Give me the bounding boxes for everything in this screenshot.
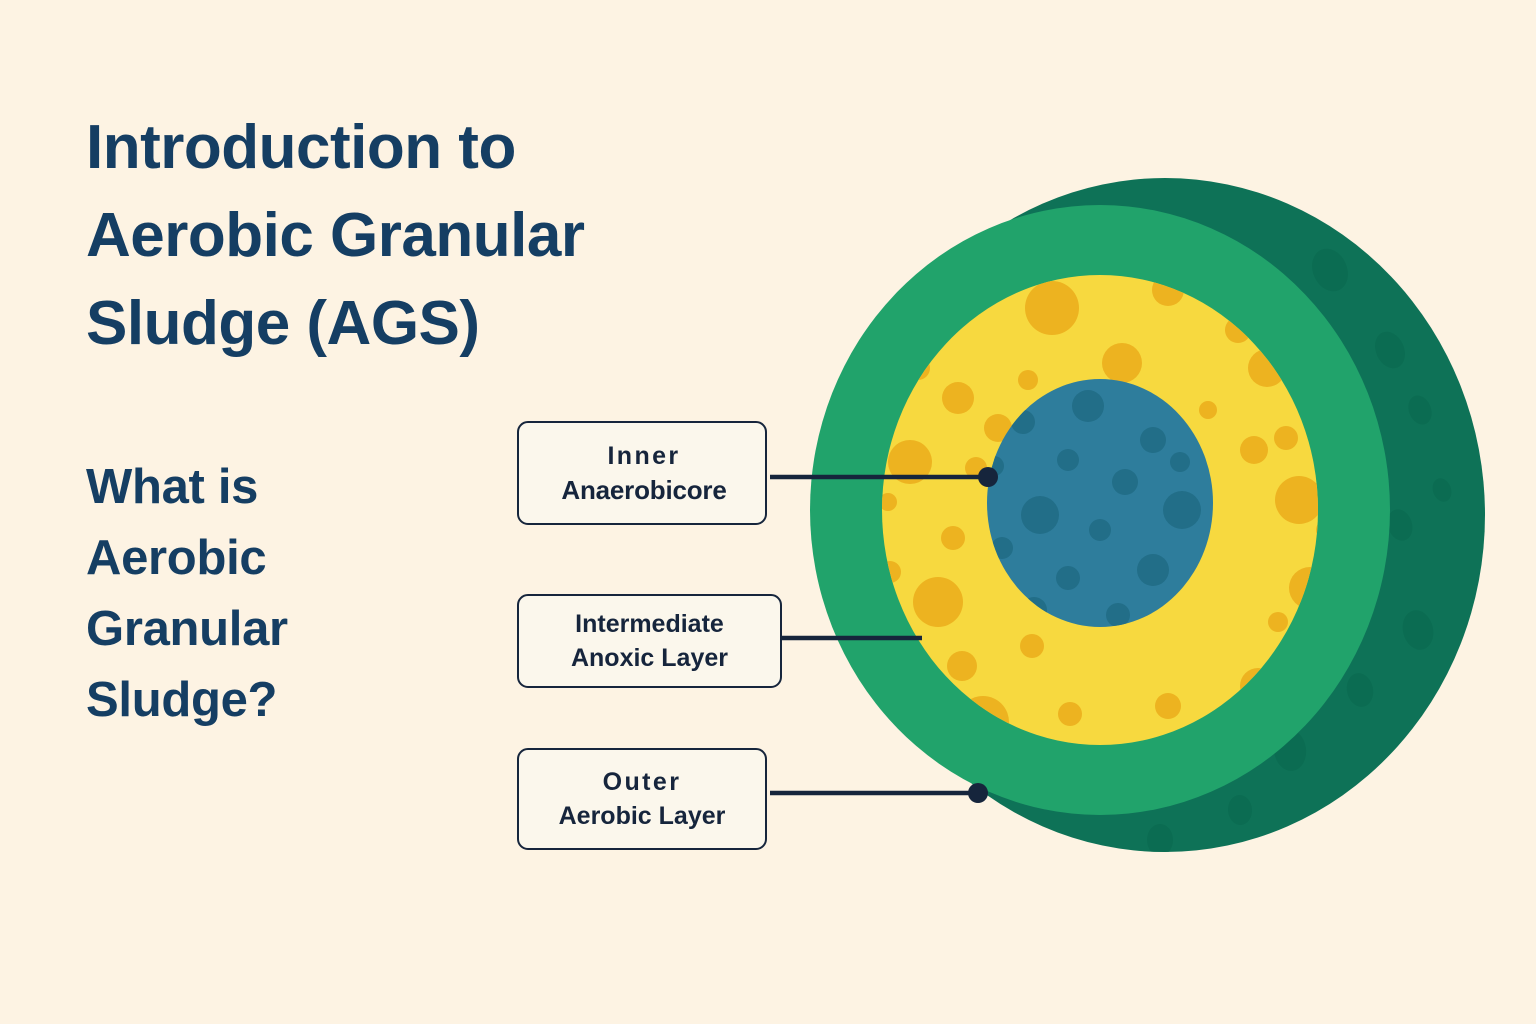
callout-2-line-2: Aerobic Layer <box>558 802 726 830</box>
section-subtitle-line-4: Sludge? <box>86 673 278 727</box>
section-subtitle-line-1: What is <box>86 460 259 514</box>
section-subtitle-line-3: Granular <box>86 602 288 656</box>
page-title-line-3: Sludge (AGS) <box>86 289 480 358</box>
callout-1-line-2: Anoxic Layer <box>570 644 728 672</box>
callout-0-line-2: Anaerobicore <box>561 475 727 505</box>
leader-dot-inner-core <box>978 467 998 487</box>
leader-dot-aerobic-layer <box>968 783 988 803</box>
callout-1-line-1: Intermediate <box>575 610 724 638</box>
callout-2-line-1: Outer <box>602 768 682 796</box>
inner-anaerobic-core <box>987 379 1213 627</box>
callout-intermediate-anoxic-layer[interactable]: Intermediate Anoxic Layer <box>517 594 782 688</box>
callout-inner-anaerobic-core[interactable]: Inner Anaerobicore <box>517 421 767 525</box>
callout-0-line-1: Inner <box>607 442 681 470</box>
leader-lines <box>770 474 988 796</box>
section-subtitle: What is Aerobic Granular Sludge? <box>86 452 506 736</box>
leader-endpoints <box>968 467 998 803</box>
page-title-line-1: Introduction to <box>86 113 516 182</box>
page-title: Introduction to Aerobic Granular Sludge … <box>86 104 746 368</box>
granule-diagram <box>770 178 1485 852</box>
callout-outer-aerobic-layer[interactable]: Outer Aerobic Layer <box>517 748 767 850</box>
section-subtitle-line-2: Aerobic <box>86 531 267 585</box>
page-title-line-2: Aerobic Granular <box>86 201 585 270</box>
